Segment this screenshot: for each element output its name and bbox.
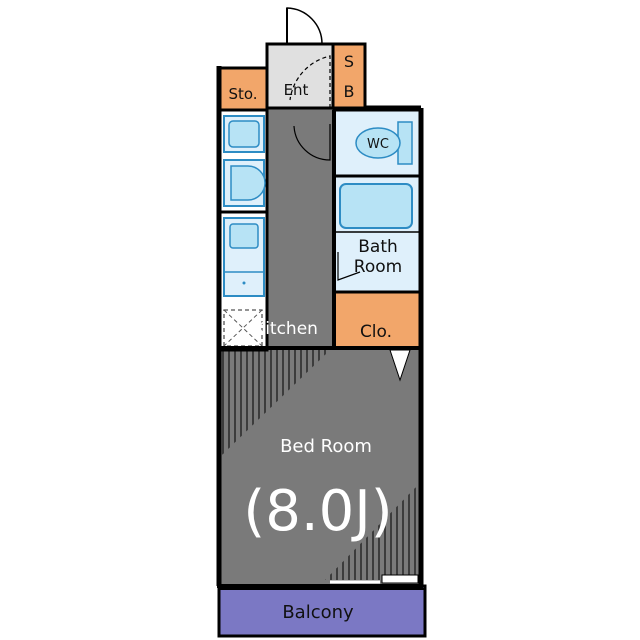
label-bedroom-size: (8.0J) (243, 479, 392, 544)
bathtub (339, 183, 413, 229)
shoe-box (331, 42, 367, 110)
floor-hatch-top (222, 350, 330, 455)
toilet-bowl (355, 127, 401, 159)
inner-door (289, 55, 331, 108)
floor-hatch-bottom (325, 485, 418, 580)
label-shoe-box-bottom: B (344, 82, 355, 101)
label-wc: WC (367, 137, 389, 152)
label-bath-line2: Room (354, 257, 402, 277)
label-bedroom: Bed Room (280, 436, 372, 457)
entrance (265, 42, 335, 110)
label-entrance: Ent (284, 81, 309, 99)
entrance-door (286, 7, 323, 45)
label-bath-line1: Bath (358, 237, 398, 257)
label-closet: Clo. (360, 322, 392, 342)
balcony (217, 584, 427, 638)
label-balcony: Balcony (282, 602, 354, 623)
label-kitchen: Kitchen (254, 319, 318, 339)
bath-door (337, 252, 361, 281)
label-storage: Sto. (228, 85, 257, 103)
label-shoe-box-top: S (344, 52, 354, 71)
closet-door (389, 349, 411, 382)
wc-door (293, 124, 331, 161)
kitchen-floor (266, 108, 336, 348)
